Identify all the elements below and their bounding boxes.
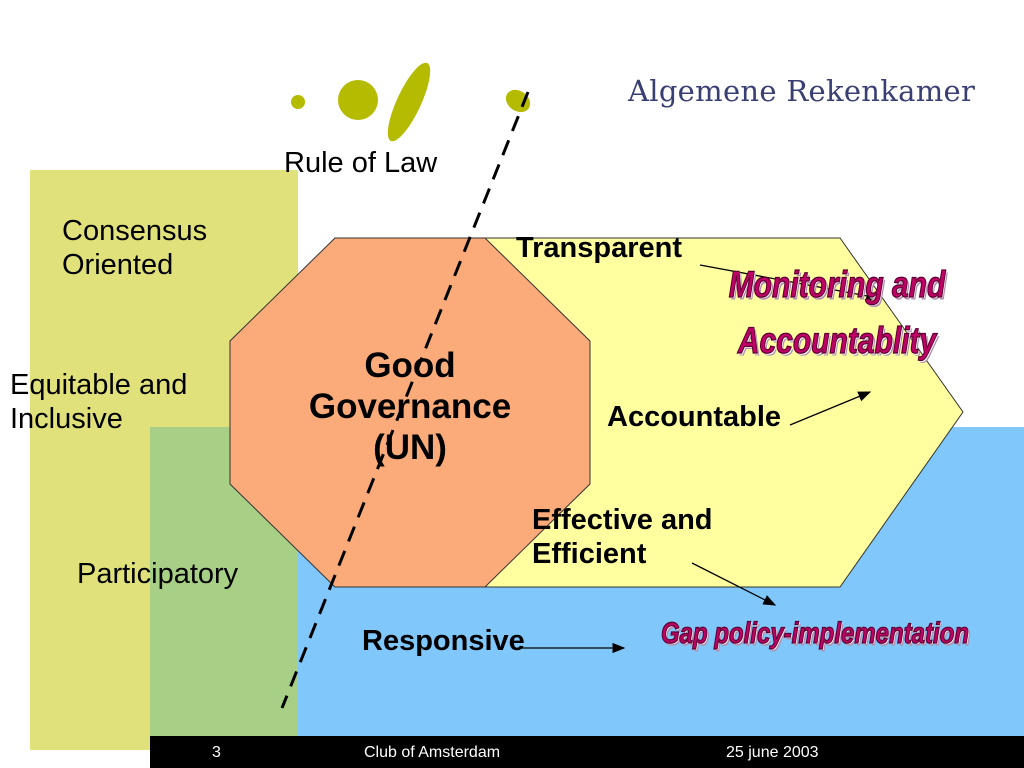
label-equitable-inclusive: Equitable and Inclusive — [10, 368, 187, 436]
footer-event: Club of Amsterdam — [364, 744, 501, 761]
arrow-effective-to-gap — [691, 562, 777, 606]
orange-octagon — [229, 237, 591, 588]
logo-large-dot — [338, 80, 378, 120]
label-participatory: Participatory — [77, 558, 239, 590]
callout-gap-policy-implementation: Gap policy-implementation — [660, 616, 970, 651]
footer-date: 25 june 2003 — [726, 744, 819, 761]
label-accountable: Accountable — [607, 401, 782, 433]
logo-mark — [291, 62, 531, 142]
label-responsive: Responsive — [362, 625, 525, 657]
arrow-transparent-to-monitoring — [699, 264, 880, 301]
label-effective-line2: Efficient — [532, 538, 647, 571]
callout-monitoring-accountability: Monitoring and Accountablity — [676, 257, 998, 370]
center-title: Good Governance (UN) — [270, 346, 550, 469]
logo-oval — [505, 89, 531, 113]
center-title-line3: (UN) — [373, 427, 447, 467]
label-equitable-line1: Equitable and — [10, 369, 188, 401]
label-consensus-line1: Consensus — [62, 215, 208, 247]
callout-monitoring-line1: Monitoring and — [728, 264, 946, 307]
label-consensus-oriented: Consensus Oriented — [62, 214, 207, 282]
logo-leaf — [387, 62, 431, 142]
label-equitable-line2: Inclusive — [10, 403, 123, 436]
label-transparent: Transparent — [516, 232, 682, 264]
center-title-line1: Good — [364, 346, 456, 385]
label-effective-efficient: Effective and Efficient — [532, 503, 713, 571]
label-rule-of-law: Rule of Law — [284, 147, 438, 179]
label-effective-line1: Effective and — [532, 504, 713, 536]
rule-of-law-dashed-line — [280, 91, 530, 709]
callout-monitoring-line2: Accountablity — [737, 320, 937, 363]
brand-wordmark: Algemene Rekenkamer — [628, 74, 976, 108]
footer-page-number: 3 — [212, 744, 221, 761]
slide-footer: 3 Club of Amsterdam 25 june 2003 — [150, 736, 1024, 768]
center-title-line2: Governance — [308, 386, 512, 426]
label-consensus-line2: Oriented — [62, 249, 174, 282]
arrow-accountable-to-monitoring — [789, 391, 872, 426]
logo-small-dot — [291, 95, 305, 109]
